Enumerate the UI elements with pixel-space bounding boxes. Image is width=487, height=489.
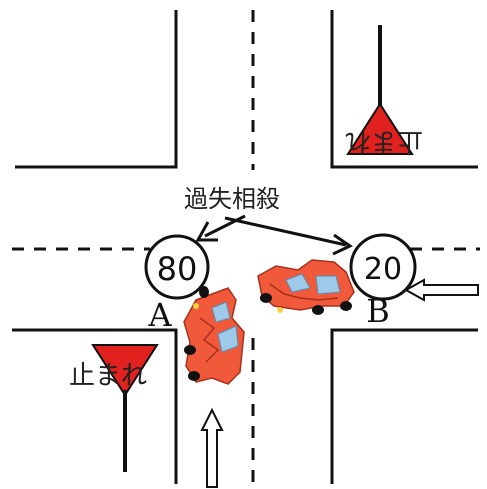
car-a-headlight — [193, 303, 199, 309]
car-b-window-front — [285, 273, 311, 293]
pointer-arrowhead-b — [332, 233, 354, 256]
road-edge-top-right — [330, 10, 478, 169]
car-a-window-front — [211, 301, 231, 323]
car-b-crumple — [269, 283, 339, 301]
direction-arrow-a — [200, 407, 224, 488]
car-a-crumple — [199, 317, 220, 363]
car-b-headlight — [277, 307, 283, 313]
car-a-wheel-2 — [188, 371, 200, 381]
road-edges — [12, 10, 478, 484]
speed-value-b: 20 — [364, 252, 402, 287]
pointer-line-a — [204, 214, 246, 238]
speed-circle-a: 80 — [144, 234, 210, 300]
car-a-wheel-1 — [184, 345, 196, 355]
crashed-car-b — [257, 259, 355, 315]
center-lines — [12, 10, 480, 484]
title-pointers — [195, 214, 354, 256]
car-b-window-rear — [315, 275, 341, 295]
road-edge-bottom-right — [330, 328, 478, 484]
speed-value-a: 80 — [157, 250, 198, 288]
speed-circle-b-ring — [349, 233, 417, 301]
direction-arrow-b — [403, 278, 479, 302]
stop-sign-top-right: 止まれ — [345, 25, 423, 156]
car-b-wheel-1 — [260, 293, 272, 303]
pointer-line-b — [224, 216, 347, 247]
title-text: 過失相殺 — [184, 185, 280, 213]
stop-sign-triangle-bottom — [91, 344, 159, 397]
car-b-wheel-3 — [340, 301, 352, 311]
road-edge-top-left — [15, 10, 178, 169]
stop-sign-triangle-top — [346, 102, 414, 155]
speed-circle-b: 20 — [349, 233, 417, 301]
speed-circle-a-ring — [144, 234, 210, 300]
car-b-wheel-2 — [312, 305, 324, 315]
stop-sign-text-bottom: 止まれ — [69, 361, 147, 391]
car-a-wheel-3 — [199, 286, 209, 298]
pointer-arrowhead-a — [195, 221, 218, 242]
stop-sign-bottom-left: 止まれ — [69, 344, 159, 472]
road-edge-bottom-left — [12, 328, 178, 484]
car-a-window-side — [217, 325, 239, 353]
stop-sign-text-top: 止まれ — [345, 126, 423, 156]
car-label-b: B — [366, 292, 390, 330]
crashed-car-a — [183, 286, 245, 385]
car-label-a: A — [147, 296, 172, 334]
